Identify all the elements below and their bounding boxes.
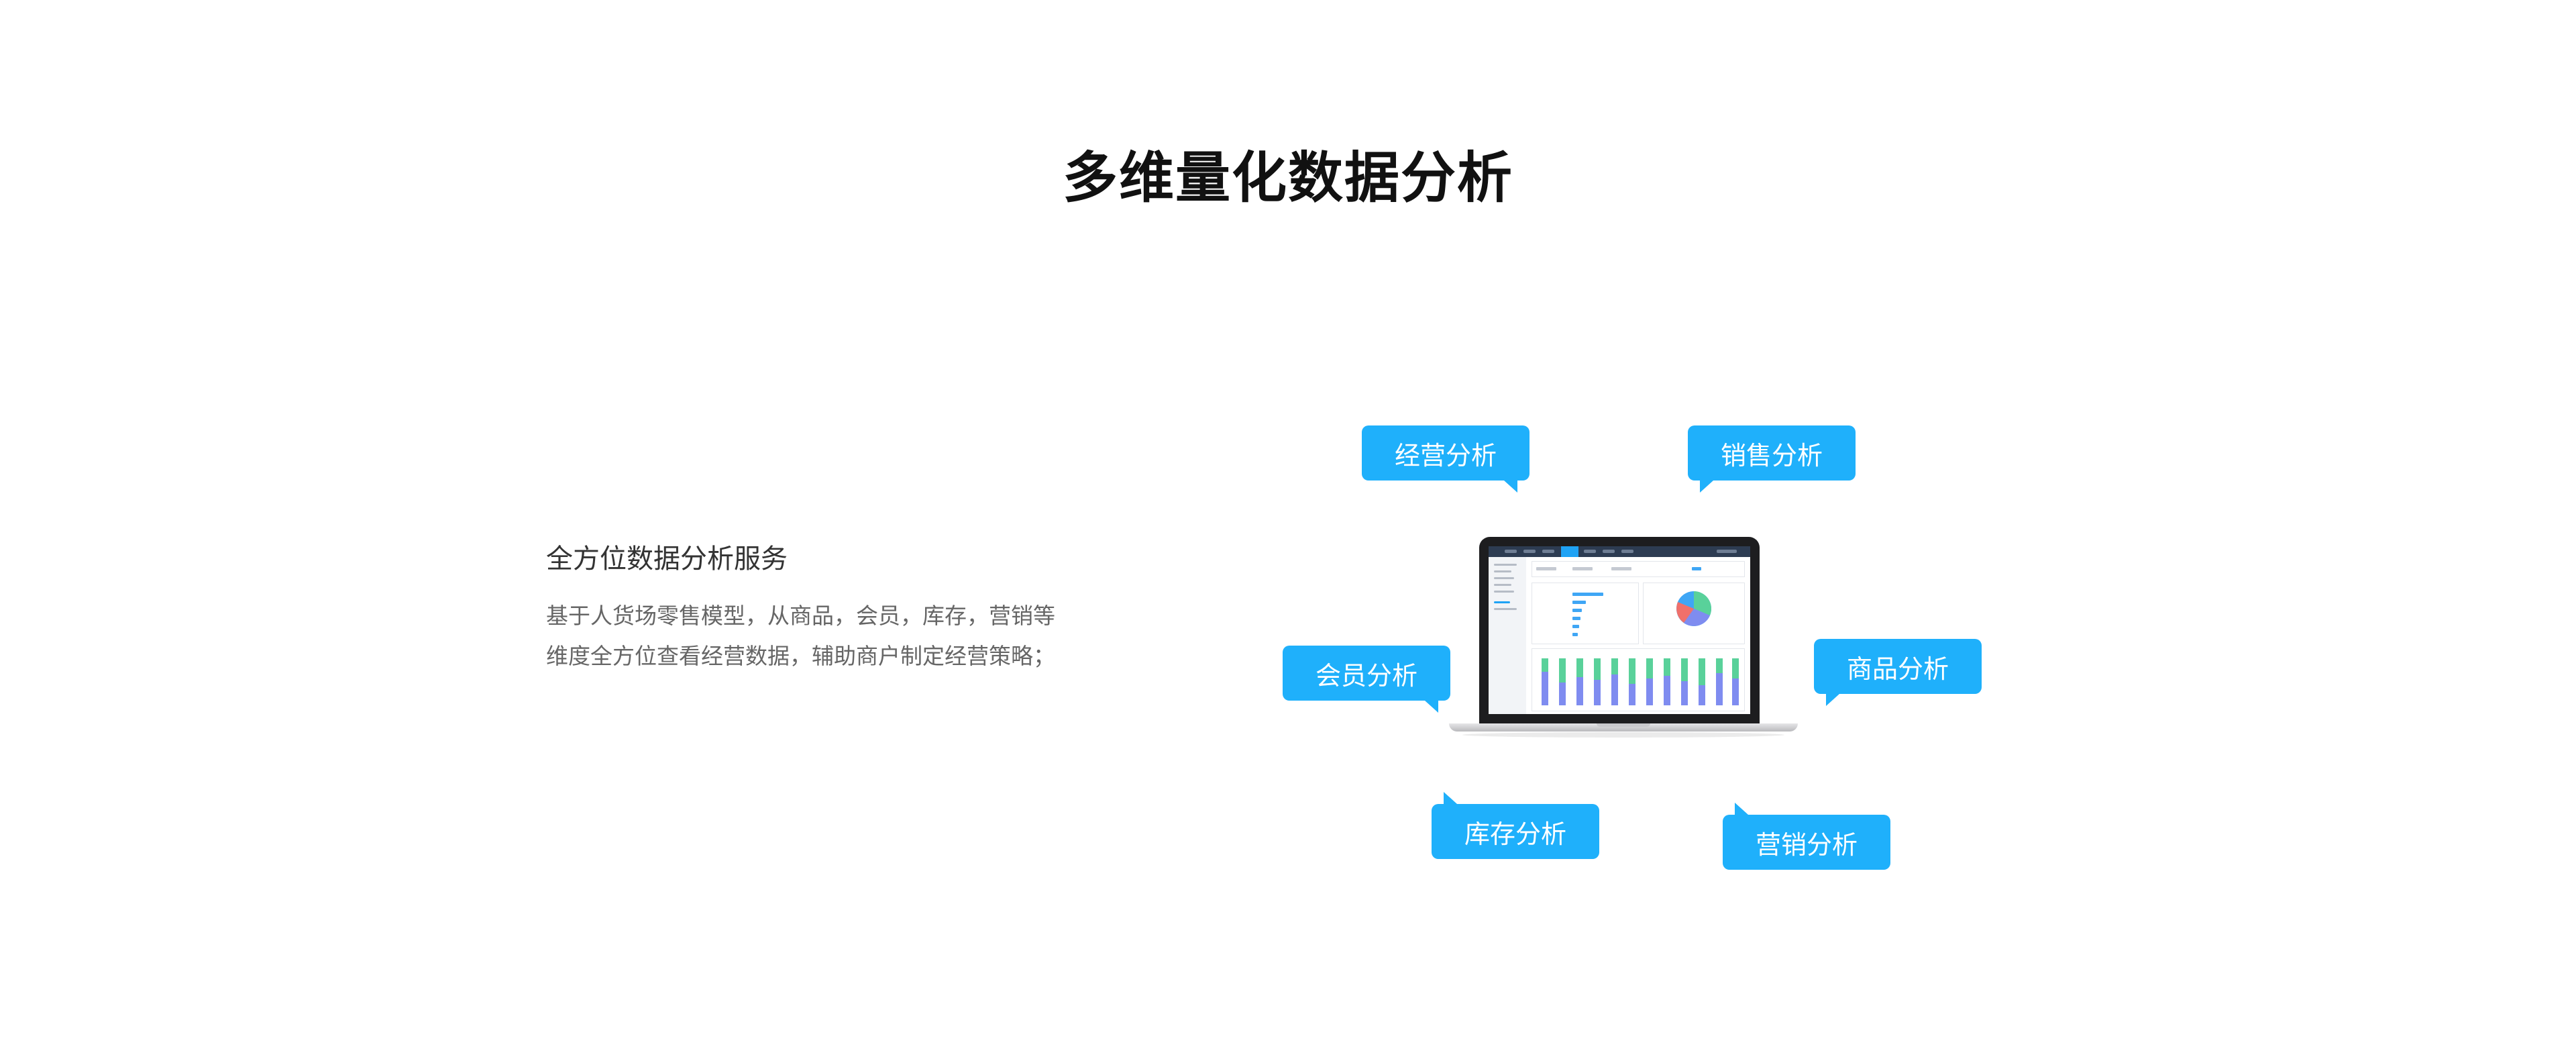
intro-description: 基于人货场零售模型，从商品，会员，库存，营销等 维度全方位查看经营数据，辅助商户… <box>546 596 1096 676</box>
tag-marketing-analysis: 营销分析 <box>1723 803 1890 870</box>
intro-description-line-2: 维度全方位查看经营数据，辅助商户制定经营策略； <box>546 643 1055 669</box>
dashboard-filter-bar <box>1532 561 1745 577</box>
dashboard-sidebar <box>1489 557 1526 714</box>
intro-description-line-1: 基于人货场零售模型，从商品，会员，库存，营销等 <box>546 603 1055 629</box>
tag-product-analysis: 商品分析 <box>1814 639 1982 706</box>
pie-chart-icon <box>1676 591 1711 626</box>
tag-member-analysis: 会员分析 <box>1283 646 1450 713</box>
dashboard-topbar <box>1489 546 1750 557</box>
dashboard-bar-panel <box>1532 583 1639 644</box>
dashboard-screen <box>1489 546 1750 714</box>
dashboard-active-tab <box>1561 546 1578 557</box>
page-title: 多维量化数据分析 <box>1062 146 1513 210</box>
laptop-shadow <box>1462 732 1784 738</box>
laptop-base <box>1449 723 1798 732</box>
intro-title: 全方位数据分析服务 <box>546 544 788 574</box>
dashboard-pie-panel <box>1643 583 1745 644</box>
laptop-dashboard-illustration <box>1449 537 1798 738</box>
tag-inventory-analysis: 库存分析 <box>1432 792 1599 859</box>
laptop-lid <box>1479 537 1760 723</box>
tag-operation-analysis: 经营分析 <box>1362 425 1529 493</box>
tag-sales-analysis: 销售分析 <box>1688 425 1856 493</box>
laptop-notch <box>1597 723 1650 727</box>
dashboard-column-panel <box>1532 648 1745 711</box>
